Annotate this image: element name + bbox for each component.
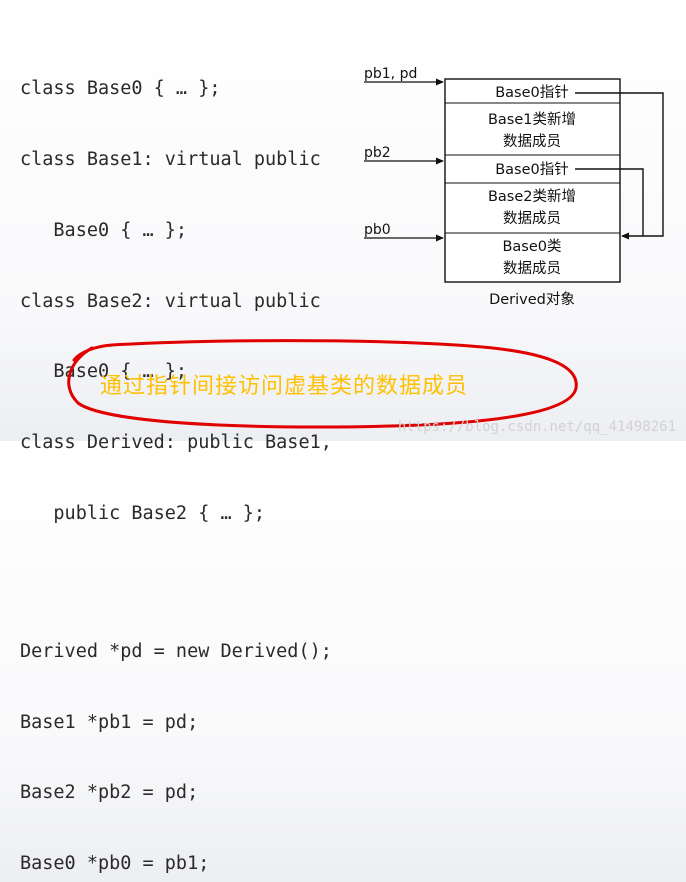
pointer-label-pb0: pb0 [364,222,391,238]
code-line: class Base1: virtual public [20,148,321,170]
code-spacer [20,573,332,593]
code-line: Base2 *pb2 = pd; [20,782,199,804]
code-line: Derived *pd = new Derived(); [20,640,332,662]
code-line: class Base2: virtual public [20,290,321,312]
cell-text-base0-members-line1: Base0类 [502,238,561,255]
watermark: https://blog.csdn.net/qq_41498261 [397,419,676,435]
cell-text-base1-line1: Base1类新增 [488,111,576,128]
cell-text-base0-pointer-2: Base0指针 [495,161,569,178]
cell-base1-members [444,102,621,156]
cell-text-base2-line1: Base2类新增 [488,188,576,205]
code-line: Base0 { … }; [20,219,188,241]
cell-text-base0-members-line2: 数据成员 [503,260,561,277]
derived-object-outline [444,78,621,283]
cell-text-base2-line2: 数据成员 [503,210,561,227]
highlight-ellipse [67,339,578,429]
memory-layout-diagram: pb1, pd pb2 pb0 Base0指针 Base1类新增 数据成员 Ba… [67,66,664,429]
code-line: class Base0 { … }; [20,78,221,100]
pointer-label-pb1-pd: pb1, pd [364,66,417,82]
cell-text-base0-pointer-1: Base0指针 [495,84,569,101]
code-line: Base0 *pb0 = pb1; [20,853,210,875]
pointer-label-pb2: pb2 [364,145,391,161]
connector-base0-pointer-2 [575,168,644,236]
diagram-caption: Derived对象 [489,291,575,308]
callout-text: 通过指针间接访问虚基类的数据成员 [100,374,469,399]
code-line: Base0 { … }; [20,361,188,383]
cell-text-base1-line2: 数据成员 [503,133,561,150]
code-line: public Base2 { … }; [20,502,266,524]
code-line: Base1 *pb1 = pd; [20,711,199,733]
